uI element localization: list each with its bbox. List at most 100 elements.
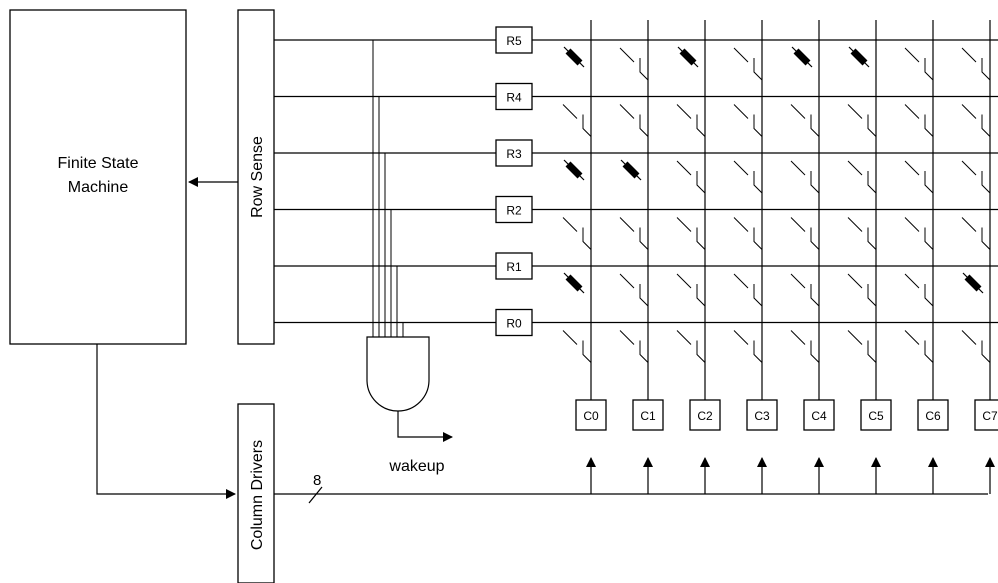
open-key-switch [904,273,920,289]
column-box-c3 [746,399,778,431]
open-key-switch [676,160,692,176]
open-key-switch [676,273,692,289]
open-key-contact [753,114,763,137]
open-key-contact [582,227,592,250]
row-label-r1: R1 [506,260,522,274]
open-key-contact [981,58,991,81]
pressed-key-switch [565,161,583,179]
row-box-r3 [495,139,533,167]
open-key-contact [753,58,763,81]
open-key-contact [924,58,934,81]
open-key-switch [904,47,920,63]
column-box-c4 [803,399,835,431]
open-key-switch [961,330,977,345]
open-key-contact [867,227,877,250]
open-key-switch [619,330,635,345]
open-key-switch [790,104,806,119]
open-key-contact [924,227,934,250]
column-drive-arrows [586,457,995,494]
wakeup-output-wire [397,411,453,442]
column-box-c0 [575,399,607,431]
open-key-contact [696,171,706,194]
column-box-c5 [860,399,892,431]
row-label-r4: R4 [506,91,522,105]
pressed-key-switch [622,161,640,179]
open-key-contact [810,114,820,137]
fsm-label-line1: Finite State [58,155,139,172]
open-key-switch [733,160,749,176]
open-key-contact [981,227,991,250]
pressed-key-switch [565,274,583,292]
open-key-contact [981,171,991,194]
open-key-contact [639,340,649,363]
open-key-switch [904,330,920,345]
open-key-switch [847,330,863,345]
open-key-switch [676,330,692,345]
open-key-switch [904,217,920,232]
open-key-switch [847,104,863,119]
open-key-contact [696,114,706,137]
open-key-contact [924,171,934,194]
open-key-contact [753,284,763,307]
open-key-contact [867,340,877,363]
open-key-switch [733,47,749,63]
open-key-switch [562,217,578,232]
open-key-switch [619,47,635,63]
open-key-switch [904,160,920,176]
row-label-r3: R3 [506,147,522,161]
column-label-c2: C2 [697,409,713,423]
open-key-contact [753,340,763,363]
pressed-key-switch [793,48,811,66]
row-box-r1 [495,252,533,280]
column-label-c0: C0 [583,409,599,423]
open-key-contact [696,227,706,250]
open-key-switch [961,47,977,63]
pressed-key-switch [679,48,697,66]
row-box-r2 [495,195,533,224]
open-key-contact [924,114,934,137]
open-key-switch [562,104,578,119]
open-key-switch [733,330,749,345]
row-label-r0: R0 [506,317,522,331]
open-key-contact [639,284,649,307]
open-key-switch [733,104,749,119]
open-key-switch [961,217,977,232]
open-key-contact [867,114,877,137]
open-key-switch [619,217,635,232]
pressed-key-switch [850,48,868,66]
column-label-c5: C5 [868,409,884,423]
open-key-contact [810,340,820,363]
column-box-c7 [974,399,998,431]
wakeup-label: wakeup [388,458,444,475]
open-key-switch [847,273,863,289]
column-label-c7: C7 [982,409,998,423]
row-box-r4 [495,82,533,111]
bus-slash [308,486,323,504]
open-key-switch [961,160,977,176]
open-key-contact [582,340,592,363]
finite-state-machine-block: Finite State Machine [9,9,187,345]
column-label-c6: C6 [925,409,941,423]
row-box-r5 [495,26,533,54]
open-key-switch [619,273,635,289]
row-label-r2: R2 [506,204,522,218]
row-box-r0 [495,308,533,337]
open-key-contact [696,340,706,363]
open-key-contact [981,114,991,137]
open-key-contact [639,114,649,137]
open-key-contact [639,58,649,81]
row-sense-block: Row Sense [237,9,275,345]
fsm-label-line2: Machine [68,179,129,196]
open-key-contact [867,171,877,194]
pressed-key-switch [565,48,583,66]
key-switches [562,46,991,363]
open-key-switch [961,104,977,119]
open-key-contact [696,284,706,307]
open-key-contact [924,340,934,363]
row-label-r5: R5 [506,34,522,48]
open-key-switch [790,217,806,232]
open-key-switch [733,273,749,289]
open-key-switch [676,104,692,119]
